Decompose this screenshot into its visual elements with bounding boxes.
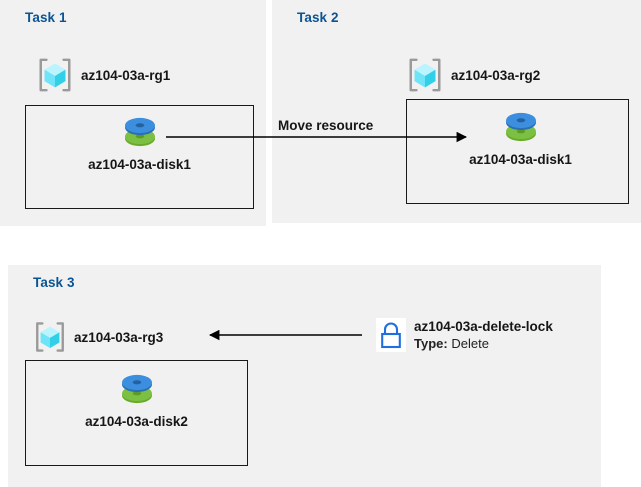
task-panel-task1 — [0, 0, 266, 226]
managed-disk-icon — [505, 112, 536, 142]
resource-group-icon — [409, 58, 441, 92]
connector-move-resource — [166, 131, 468, 143]
resource-group-boundary-task2 — [406, 99, 629, 204]
disk-node-task2: az104-03a-disk1 — [458, 108, 583, 167]
task-title-task1: Task 1 — [25, 10, 67, 25]
task-title-task3: Task 3 — [33, 275, 75, 290]
disk-node-task3: az104-03a-disk2 — [74, 370, 199, 429]
resource-group-icon — [39, 58, 71, 92]
resource-group-label-rg2: az104-03a-rg2 — [451, 67, 541, 83]
managed-disk-icon — [121, 374, 152, 404]
lock-type-label: Type: — [414, 335, 448, 351]
lock-icon — [376, 318, 406, 352]
connector-label-move-resource: Move resource — [278, 118, 374, 133]
managed-disk-icon — [124, 117, 155, 147]
resource-group-icon — [36, 322, 64, 352]
resource-group-boundary-task3 — [25, 360, 248, 466]
disk-node-task1: az104-03a-disk1 — [77, 113, 202, 172]
lock-type-value: Delete — [451, 335, 489, 351]
task-panel-task3 — [8, 265, 601, 487]
lock-type-row: Type: Delete — [414, 336, 553, 352]
disk-label-task2: az104-03a-disk1 — [469, 152, 572, 167]
resource-lock-node: az104-03a-delete-lock Type: Delete — [376, 318, 553, 352]
resource-group-boundary-task1 — [25, 105, 254, 209]
disk-label-task1: az104-03a-disk1 — [88, 157, 191, 172]
lock-name: az104-03a-delete-lock — [414, 319, 553, 334]
resource-group-label-rg3: az104-03a-rg3 — [74, 329, 164, 345]
task-title-task2: Task 2 — [297, 10, 339, 25]
resource-group-label-rg1: az104-03a-rg1 — [81, 67, 171, 83]
resource-group-node-rg1: az104-03a-rg1 — [36, 56, 170, 94]
connector-lock-to-rg3 — [208, 329, 362, 341]
lock-text-group: az104-03a-delete-lock Type: Delete — [414, 318, 553, 352]
resource-group-node-rg3: az104-03a-rg3 — [33, 320, 163, 354]
task-panel-task2 — [272, 0, 641, 223]
disk-label-task3: az104-03a-disk2 — [85, 414, 188, 429]
resource-group-node-rg2: az104-03a-rg2 — [406, 56, 540, 94]
